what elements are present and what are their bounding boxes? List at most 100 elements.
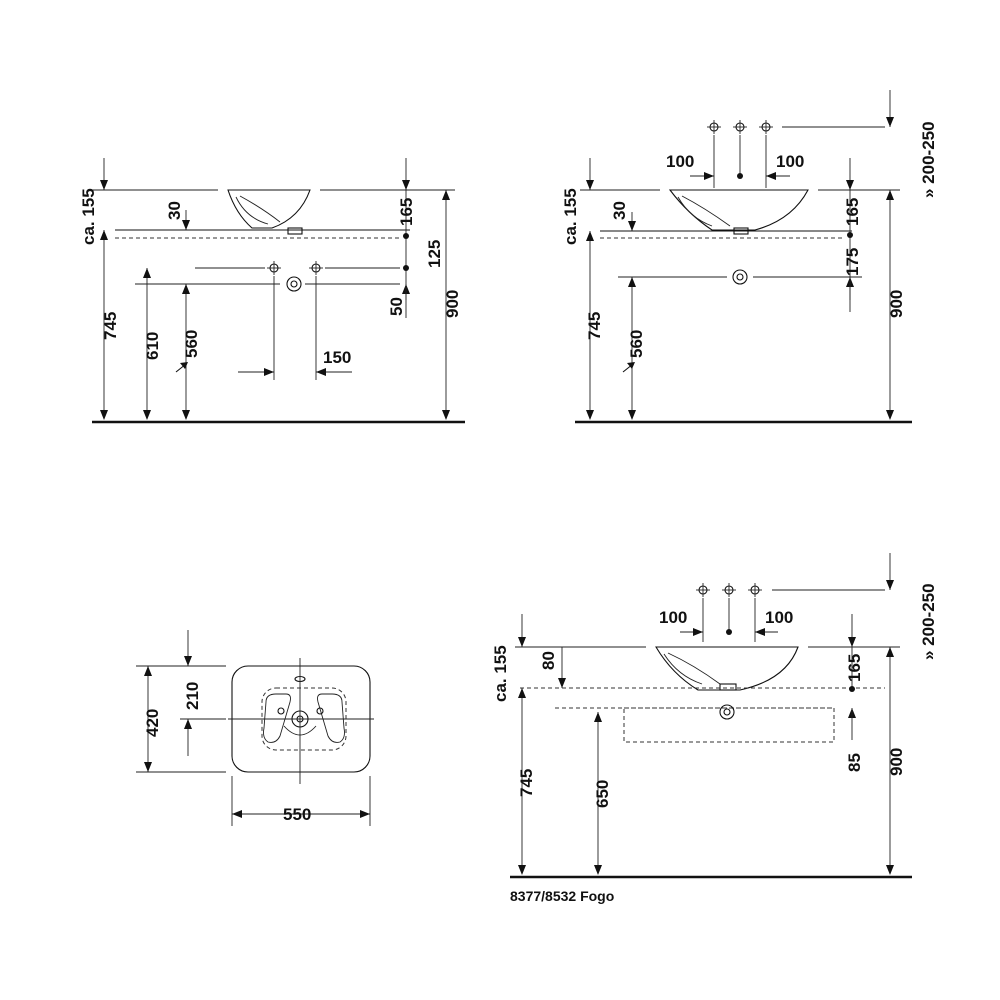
dimension-dot: [726, 629, 732, 635]
dim-900: 900: [443, 290, 462, 318]
arrowhead: [144, 666, 152, 676]
dim-ca155: ca. 155: [491, 645, 510, 702]
shelf-apron: [623, 707, 835, 743]
dim-ca155: ca. 155: [79, 188, 98, 245]
dim-100-left: 100: [666, 152, 694, 171]
arrowhead: [360, 810, 370, 818]
arrowhead: [628, 221, 636, 231]
arrowhead: [518, 637, 526, 647]
arrowhead: [558, 678, 566, 688]
dimension-dot: [737, 173, 743, 179]
dim-50: 50: [387, 297, 406, 316]
arrowhead: [100, 410, 108, 420]
dimension-dot: [849, 686, 855, 692]
dim-85: 85: [845, 753, 864, 772]
waste-outlet-symbol: [290, 280, 298, 288]
dim-610: 610: [143, 332, 162, 360]
arrowhead: [232, 810, 242, 818]
bowl-contour: [317, 693, 345, 743]
waste-outlet-symbol: [286, 276, 302, 292]
arrowhead: [886, 117, 894, 127]
dim-165: 165: [845, 654, 864, 682]
dim-100-right: 100: [776, 152, 804, 171]
arrowhead: [100, 180, 108, 190]
arrowhead: [144, 762, 152, 772]
tap-symbol: [316, 707, 324, 715]
arrowhead: [180, 362, 188, 369]
arrowhead: [182, 284, 190, 294]
arrowhead: [100, 230, 108, 240]
arrowhead: [402, 180, 410, 190]
waste-outlet-symbol: [736, 273, 744, 281]
arrowhead: [518, 865, 526, 875]
dim-165: 165: [397, 198, 416, 226]
tap-symbol: [277, 707, 285, 715]
arrowhead: [886, 190, 894, 200]
arrowhead: [184, 656, 192, 666]
arrowhead: [184, 719, 192, 729]
arrowhead: [586, 180, 594, 190]
arrowhead: [848, 637, 856, 647]
dim-30: 30: [165, 201, 184, 220]
arrowhead: [628, 410, 636, 420]
dim-745: 745: [517, 769, 536, 797]
arrowhead: [755, 628, 765, 636]
dim-650: 650: [593, 780, 612, 808]
dim-560: 560: [182, 330, 201, 358]
dim-100-left: 100: [659, 608, 687, 627]
arrowhead: [627, 362, 635, 369]
drain-fitting: [287, 227, 303, 235]
arrowhead: [886, 865, 894, 875]
dim-30: 30: [610, 201, 629, 220]
dim-745: 745: [585, 312, 604, 340]
view-fogo-console: » 200-250 100 100 ca. 155 745: [491, 553, 938, 904]
arrowhead: [594, 712, 602, 722]
arrowhead: [886, 580, 894, 590]
dim-900: 900: [887, 748, 906, 776]
dim-550: 550: [283, 805, 311, 824]
basin-inner-line: [235, 196, 269, 225]
dim-150: 150: [323, 348, 351, 367]
view-wall-mounted-tap: 150 ca. 155 745 30 610 560 165 1: [79, 158, 465, 424]
basin-outline: [227, 189, 311, 229]
basin-inner-line: [667, 652, 721, 685]
basin-inner-line: [239, 195, 281, 223]
arrowhead: [886, 410, 894, 420]
dim-ca155: ca. 155: [561, 188, 580, 245]
dim-745: 745: [101, 312, 120, 340]
dim-900: 900: [887, 290, 906, 318]
dim-125: 125: [425, 240, 444, 268]
arrowhead: [693, 628, 703, 636]
waste-outlet-symbol: [732, 269, 748, 285]
basin-outline: [668, 189, 809, 231]
dimension-dot: [403, 233, 409, 239]
arrowhead: [518, 688, 526, 698]
arrowhead: [143, 268, 151, 278]
arrowhead: [442, 410, 450, 420]
view-plan: 420 210 550: [136, 630, 374, 826]
waste-outlet-symbol: [719, 704, 735, 720]
arrowhead: [586, 231, 594, 241]
arrowhead: [766, 172, 776, 180]
view-deck-mounted-tap: » 200-250 100 100 ca. 155 745: [561, 90, 938, 424]
dim-560: 560: [627, 330, 646, 358]
dim-200-250: » 200-250: [919, 121, 938, 198]
dim-420: 420: [143, 709, 162, 737]
dim-210: 210: [183, 682, 202, 710]
dim-100-right: 100: [765, 608, 793, 627]
arrowhead: [594, 865, 602, 875]
arrowhead: [264, 368, 274, 376]
basin-inner-line: [677, 196, 713, 227]
arrowhead: [143, 410, 151, 420]
dim-165: 165: [843, 198, 862, 226]
dim-80: 80: [539, 651, 558, 670]
dimension-dot: [847, 232, 853, 238]
dim-175: 175: [843, 248, 862, 276]
arrowhead: [316, 368, 326, 376]
model-caption: 8377/8532 Fogo: [510, 888, 614, 904]
waste-outlet-symbol: [723, 708, 731, 716]
arrowhead: [442, 190, 450, 200]
arrowhead: [182, 410, 190, 420]
basin-outline: [655, 646, 799, 691]
bowl-contour: [263, 693, 291, 743]
